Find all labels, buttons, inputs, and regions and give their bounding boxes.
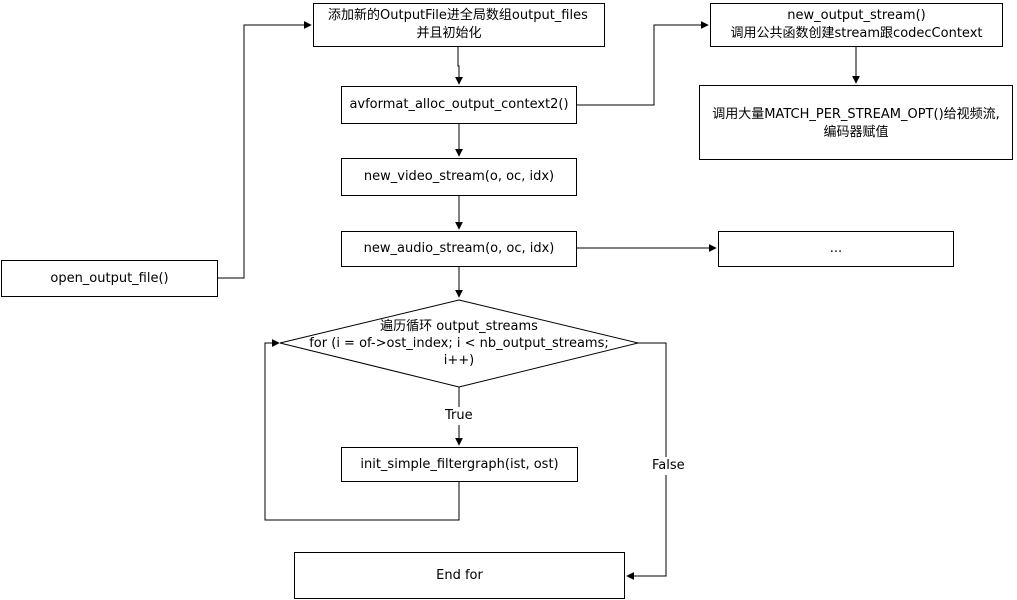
open-output-file-label: open_output_file() (50, 270, 169, 286)
new-audio-stream-box: new_audio_stream(o, oc, idx) (341, 231, 577, 267)
edge-init-loop-back (264, 339, 460, 521)
avformat-alloc-box: avformat_alloc_output_context2() (341, 86, 577, 124)
new-output-stream-line1: new_output_stream() (787, 8, 926, 23)
match-per-stream-line1: 调用大量MATCH_PER_STREAM_OPT()给视频流, (712, 107, 1000, 122)
match-per-stream-line2: 编码器赋值 (823, 125, 889, 140)
true-label: True (443, 407, 475, 425)
edge-add-to-avformat (455, 47, 463, 85)
end-for-box: End for (294, 552, 625, 599)
avformat-alloc-label: avformat_alloc_output_context2() (349, 97, 569, 112)
false-label: False (650, 457, 687, 475)
ellipsis-label: ... (829, 241, 843, 256)
loop-decision-text: 遍历循环 output_streams for (i = of->ost_ind… (300, 318, 618, 369)
add-output-file-line1: 添加新的OutputFile进全局数组output_files (328, 8, 588, 23)
match-per-stream-box: 调用大量MATCH_PER_STREAM_OPT()给视频流, 编码器赋值 (699, 85, 1013, 160)
add-output-file-box: 添加新的OutputFile进全局数组output_files 并且初始化 (313, 3, 605, 47)
loop-decision-line3: i++) (443, 353, 475, 368)
end-for-label: End for (436, 567, 483, 583)
new-output-stream-line2: 调用公共函数创建stream跟codecContext (730, 26, 983, 41)
new-video-stream-label: new_video_stream(o, oc, idx) (363, 169, 555, 184)
loop-decision-line1: 遍历循环 output_streams (380, 319, 538, 334)
init-filtergraph-box: init_simple_filtergraph(ist, ost) (341, 447, 578, 482)
edge-open-to-add (218, 21, 312, 279)
new-video-stream-box: new_video_stream(o, oc, idx) (341, 158, 577, 196)
new-output-stream-box: new_output_stream() 调用公共函数创建stream跟codec… (710, 3, 1003, 47)
init-filtergraph-label: init_simple_filtergraph(ist, ost) (360, 456, 559, 472)
ellipsis-box: ... (718, 231, 954, 267)
add-output-file-line2: 并且初始化 (416, 26, 482, 41)
new-audio-stream-label: new_audio_stream(o, oc, idx) (363, 241, 555, 256)
open-output-file-box: open_output_file() (1, 260, 218, 297)
loop-decision-line2: for (i = of->ost_index; i < nb_output_st… (309, 336, 609, 351)
